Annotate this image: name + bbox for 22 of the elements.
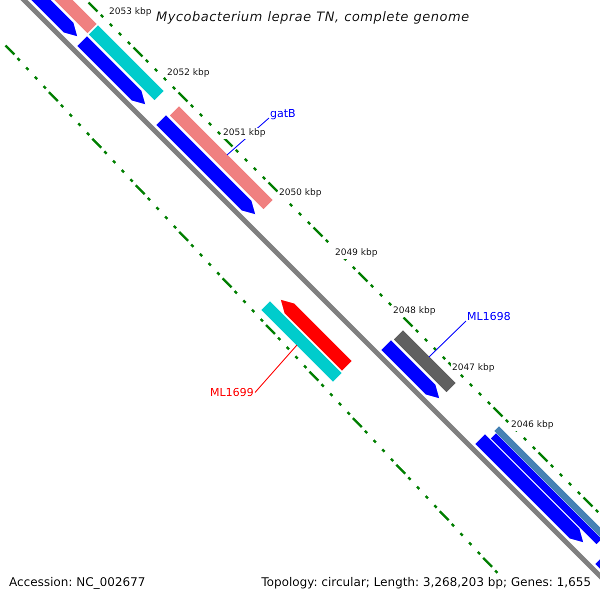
gene-arrow	[77, 36, 146, 104]
leader-line	[428, 320, 466, 358]
footer-text: Topology: circular; Length: 3,268,203 bp; Genes: 1,655	[261, 576, 591, 588]
gene-arrow	[280, 300, 352, 371]
leader-line	[254, 344, 298, 393]
scale-label: 2051 kbp	[222, 128, 266, 139]
title: Mycobacterium leprae TN, complete genome	[156, 11, 470, 24]
gene-label: ML1699	[210, 387, 254, 398]
scale-label: 2049 kbp	[334, 248, 378, 259]
footer-text: Accession: NC_002677	[9, 576, 146, 588]
scale-label: 2050 kbp	[278, 188, 322, 199]
gene-label: ML1698	[467, 311, 511, 322]
gene-bar	[261, 301, 342, 382]
scale-label: 2046 kbp	[510, 420, 554, 431]
gene-arrow	[475, 434, 584, 542]
scale-label: 2047 kbp	[451, 363, 496, 374]
scale-label: 2048 kbp	[392, 306, 436, 317]
scale-label: 2053 kbp	[108, 7, 152, 18]
gene-bar	[88, 25, 164, 100]
gene-label: gatB	[270, 108, 296, 119]
scale-label: 2052 kbp	[166, 68, 210, 79]
gene-arrow	[381, 340, 440, 398]
